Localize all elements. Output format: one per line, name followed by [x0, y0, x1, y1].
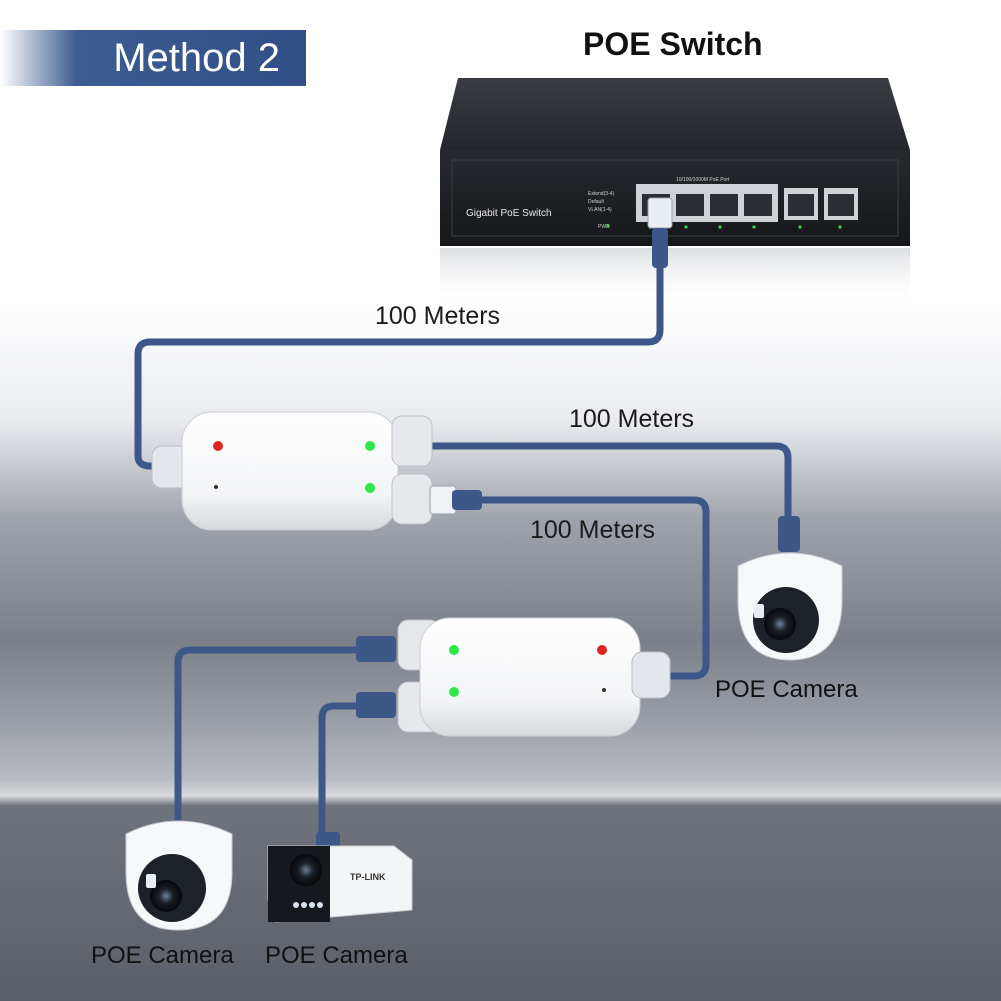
switch-pwr-label: PWR: [598, 224, 610, 230]
switch-top-surface: [440, 78, 910, 150]
cable-switch-to-extender: [134, 264, 664, 470]
method-badge: Method 2: [0, 30, 306, 86]
poe-extender-1: [151, 411, 482, 531]
switch-rj45-plug: [647, 197, 673, 268]
poe-extender-2: [356, 617, 671, 737]
extender-1-green-led-2: [365, 483, 375, 493]
switch-reflection: [440, 248, 910, 308]
cable-label-extender-to-second-extender: 100 Meters: [530, 516, 656, 544]
switch-port-5: [788, 194, 814, 216]
dome-camera-left-lens: [150, 880, 182, 912]
extender-1-body: [181, 411, 399, 531]
bullet-camera: TP-LINK: [267, 832, 413, 923]
cable-extender-to-left-camera: [174, 646, 364, 824]
poe-switch: Gigabit PoE Switch 10/100/1000M PoE Port…: [440, 78, 910, 308]
extender-2-plug-bottom: [356, 692, 396, 718]
extender-1-bottom-port: [391, 473, 433, 525]
extender-2-plug-top: [356, 636, 396, 662]
extender-2-right-gland: [631, 651, 671, 699]
cable-extender-to-second-extender: [476, 496, 710, 680]
camera-label-bottom-left: POE Camera: [91, 942, 234, 969]
extender-2-red-led: [597, 645, 607, 655]
dome-camera-left: [125, 820, 233, 931]
switch-mode-label-3: VLAN(1-4): [588, 207, 612, 213]
extender-2-green-led-1: [449, 645, 459, 655]
switch-port-header: 10/100/1000M PoE Port: [676, 177, 730, 183]
extender-1-top-port: [391, 415, 433, 467]
extender-1-green-led-1: [365, 441, 375, 451]
switch-mode-label-2: Default: [588, 199, 604, 205]
camera-label-right: POE Camera: [715, 676, 858, 703]
bullet-camera-brand: TP-LINK: [350, 872, 386, 882]
extender-1-red-led: [213, 441, 223, 451]
cable-label-extender-to-top-camera: 100 Meters: [569, 405, 695, 433]
switch-brand-text: Gigabit PoE Switch: [466, 208, 552, 219]
cable-label-switch-to-extender: 100 Meters: [375, 302, 501, 330]
switch-port-6: [828, 194, 854, 216]
cable-extender-to-bullet-camera: [318, 702, 364, 840]
switch-port-2: [676, 194, 704, 216]
bullet-camera-lens: [290, 854, 322, 886]
camera-label-bottom-bullet: POE Camera: [265, 942, 408, 969]
switch-mode-label-1: Extend(3-4): [588, 191, 614, 197]
switch-port-3: [710, 194, 738, 216]
switch-title: POE Switch: [583, 26, 763, 62]
dome-camera-right: [737, 516, 843, 661]
extender-2-body: [419, 617, 641, 737]
switch-port-4: [744, 194, 772, 216]
cable-group: [134, 264, 792, 840]
extender-2-green-led-2: [449, 687, 459, 697]
dome-camera-right-lens: [764, 608, 796, 640]
cable-extender-to-top-camera: [426, 442, 792, 524]
